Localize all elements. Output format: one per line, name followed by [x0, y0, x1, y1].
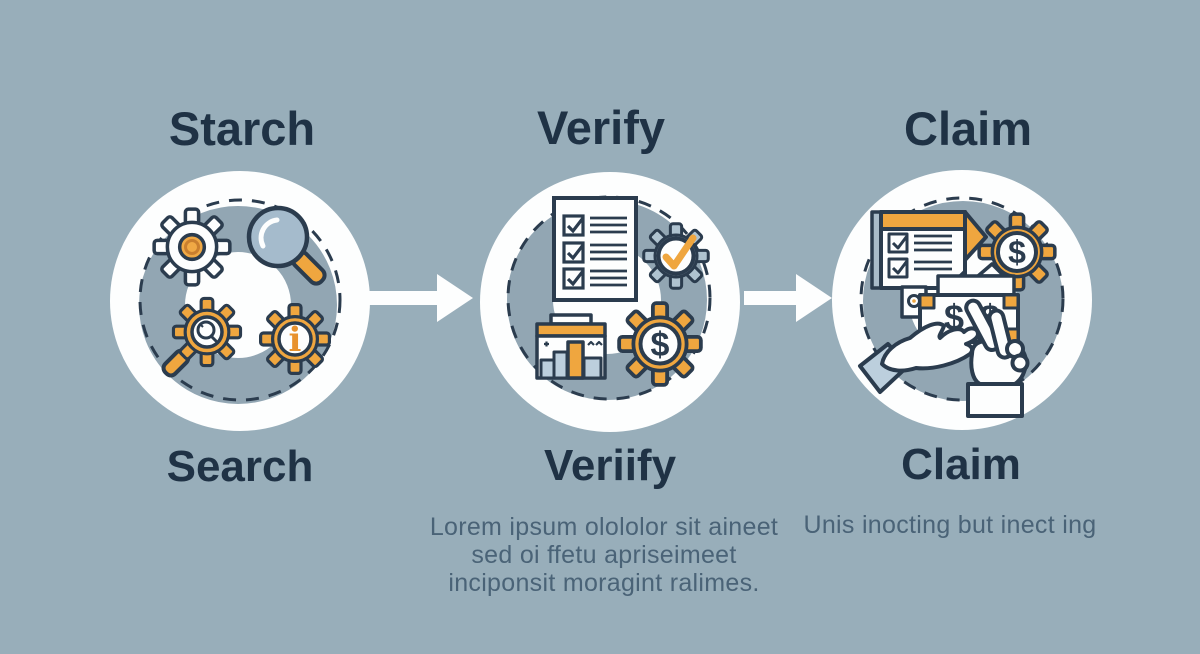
step-claim-bottom-title: Claim — [901, 440, 1021, 489]
gear-magnifier-icon — [161, 296, 243, 378]
step-claim-circle: $ $ $ — [832, 170, 1092, 430]
step-verify-circle: $ — [480, 172, 740, 432]
description-line: sed oi ffetu apriseimeet — [471, 541, 737, 569]
step-search-top-title: Starch — [168, 102, 316, 155]
step-verify-description: Lorem ipsum olololor sit aineet sed oi f… — [394, 513, 814, 597]
verify-icons-canvas: $ — [506, 195, 712, 401]
claim-icons-canvas: $ $ $ — [858, 196, 1065, 418]
magnifier-icon — [246, 205, 327, 286]
arrow-right-icon — [744, 274, 832, 322]
inner-ring — [139, 206, 337, 404]
description-line: Lorem ipsum olololor sit aineet — [429, 513, 779, 541]
search-icons-canvas: i — [138, 198, 342, 404]
gear-dollar-icon: $ — [617, 301, 703, 387]
svg-text:i: i — [289, 320, 302, 360]
svg-text:$: $ — [651, 326, 670, 364]
step-verify-top-title: Verify — [536, 101, 666, 154]
description-line: Unis inocting but inect ing — [803, 511, 1097, 539]
gear-dollar-icon: $ — [977, 212, 1057, 292]
gear-check-icon — [642, 222, 710, 290]
step-claim-top-title: Claim — [904, 102, 1032, 155]
step-search-bottom-title: Search — [166, 442, 314, 491]
arrow-right-icon — [367, 274, 473, 322]
claim-form-icon — [870, 210, 988, 290]
storefront-icon — [535, 313, 607, 380]
dashed-ring — [138, 198, 342, 402]
gear-icon — [152, 207, 232, 287]
hand-receive-icon — [858, 321, 980, 394]
step-search-circle: i — [110, 171, 370, 431]
step-claim-description: Unis inocting but inect ing — [740, 511, 1160, 539]
dashed-ring — [506, 195, 712, 401]
step-verify-bottom-title: Veriify — [543, 441, 677, 490]
svg-text:$: $ — [1008, 234, 1026, 270]
checklist-icon — [552, 196, 638, 302]
dashed-ring — [859, 196, 1065, 402]
hand-point-icon — [964, 298, 1030, 418]
description-line: inciponsit moragint ralimes. — [448, 569, 760, 597]
gear-info-icon: i — [259, 303, 331, 375]
